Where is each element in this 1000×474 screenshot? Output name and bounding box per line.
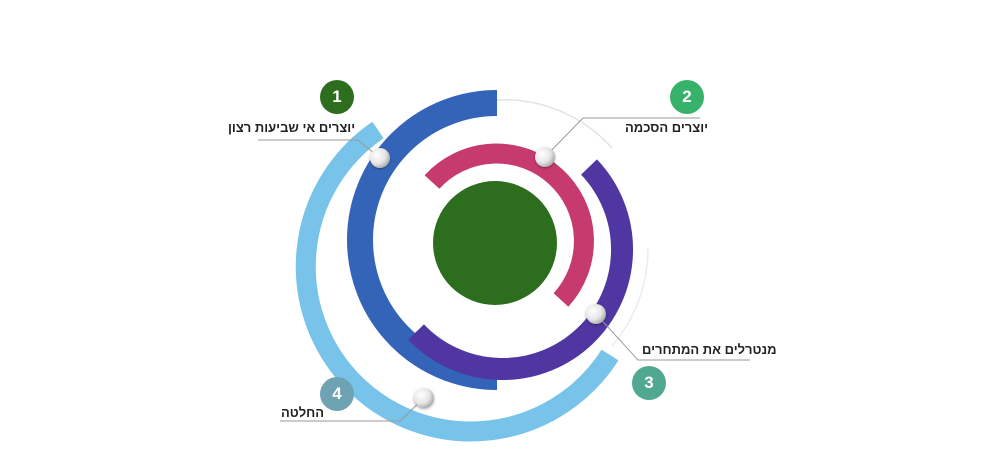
pink-ring [424,143,594,307]
knob-4 [414,388,434,408]
knob-3 [586,304,606,324]
step-2-badge: 2 [670,80,704,114]
step-2-label: יוצרים הסכמה [625,120,709,135]
guide-arc-right [611,247,649,347]
step-1-badge: 1 [320,80,354,114]
step-3-badge: 3 [632,366,666,400]
leader-line-2 [544,117,700,158]
knob-2 [535,147,555,167]
step-4-label: החלטה [281,405,325,420]
step-3-label: מנטרלים את המתחרים [642,342,777,357]
purple-ring [408,159,634,381]
leader-line-4 [280,397,425,422]
step-1-label: יוצרים אי שביעות רצון [228,120,356,135]
blue-ring [347,90,498,390]
knob-1 [370,148,390,168]
center-circle [433,181,557,305]
leader-line-3 [595,313,750,361]
step-4-badge: 4 [320,377,354,411]
guide-arc-top [496,99,613,149]
outer-light-blue-ring [295,121,619,442]
